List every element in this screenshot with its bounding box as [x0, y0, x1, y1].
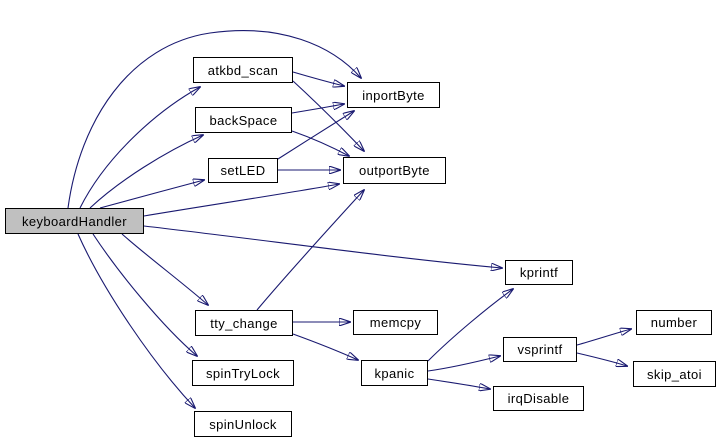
node-spinUnlock[interactable]: spinUnlock	[194, 411, 292, 437]
node-number-label: number	[650, 315, 698, 330]
edge-vsprintf-skip_atoi	[576, 352, 627, 366]
node-keyboardHandler-label: keyboardHandler	[21, 213, 127, 229]
node-tty_change-label: tty_change	[210, 315, 278, 331]
node-memcpy-label: memcpy	[369, 315, 422, 330]
node-kpanic[interactable]: kpanic	[361, 360, 428, 386]
node-atkbd_scan-label: atkbd_scan	[207, 62, 279, 78]
node-outportByte[interactable]: outportByte	[343, 157, 446, 184]
node-spinTryLock-label: spinTryLock	[206, 365, 280, 381]
edge-kpanic-kprintf	[427, 289, 513, 362]
node-setLED-label: setLED	[220, 163, 266, 178]
node-vsprintf-label: vsprintf	[517, 342, 563, 357]
node-outportByte-label: outportByte	[359, 163, 430, 178]
node-skip_atoi[interactable]: skip_atoi	[633, 361, 716, 387]
edge-backSpace-outportByte	[291, 130, 349, 156]
edge-backSpace-inportByte	[291, 104, 344, 114]
node-setLED[interactable]: setLED	[208, 158, 278, 183]
node-vsprintf[interactable]: vsprintf	[503, 337, 577, 362]
edge-setLED-inportByte	[277, 111, 354, 160]
edge-keyboardHandler-inportByte	[67, 30, 361, 209]
node-inportByte-label: inportByte	[362, 87, 425, 103]
node-keyboardHandler: keyboardHandler	[5, 208, 144, 234]
edge-keyboardHandler-tty_change	[121, 233, 208, 305]
edge-keyboardHandler-atkbd_scan	[79, 87, 200, 209]
node-tty_change[interactable]: tty_change	[195, 310, 293, 336]
edge-tty_change-kpanic	[292, 333, 358, 360]
edge-keyboardHandler-outportByte	[143, 184, 339, 217]
edge-kpanic-irqDisable	[427, 378, 490, 389]
node-kprintf-label: kprintf	[519, 265, 559, 280]
node-skip_atoi-label: skip_atoi	[647, 366, 702, 382]
node-kprintf[interactable]: kprintf	[505, 260, 573, 285]
edge-vsprintf-number	[576, 329, 631, 346]
node-backSpace[interactable]: backSpace	[195, 107, 292, 133]
edge-atkbd_scan-inportByte	[292, 71, 344, 86]
edge-atkbd_scan-outportByte	[292, 80, 364, 151]
node-backSpace-label: backSpace	[209, 112, 278, 128]
edge-kpanic-vsprintf	[427, 356, 500, 372]
edge-tty_change-outportByte	[256, 190, 364, 311]
node-atkbd_scan[interactable]: atkbd_scan	[193, 57, 293, 83]
edge-keyboardHandler-spinUnlock	[77, 233, 195, 408]
edge-keyboardHandler-setLED	[99, 180, 204, 209]
edge-keyboardHandler-backSpace	[89, 135, 203, 209]
node-spinUnlock-label: spinUnlock	[209, 416, 277, 432]
node-irqDisable[interactable]: irqDisable	[493, 386, 584, 411]
node-number[interactable]: number	[636, 310, 712, 335]
node-memcpy[interactable]: memcpy	[353, 310, 438, 335]
node-spinTryLock[interactable]: spinTryLock	[192, 360, 294, 386]
edge-keyboardHandler-spinTryLock	[92, 233, 197, 356]
node-inportByte[interactable]: inportByte	[347, 82, 440, 108]
node-kpanic-label: kpanic	[374, 365, 415, 381]
edge-keyboardHandler-kprintf	[143, 225, 502, 268]
node-irqDisable-label: irqDisable	[507, 391, 570, 406]
